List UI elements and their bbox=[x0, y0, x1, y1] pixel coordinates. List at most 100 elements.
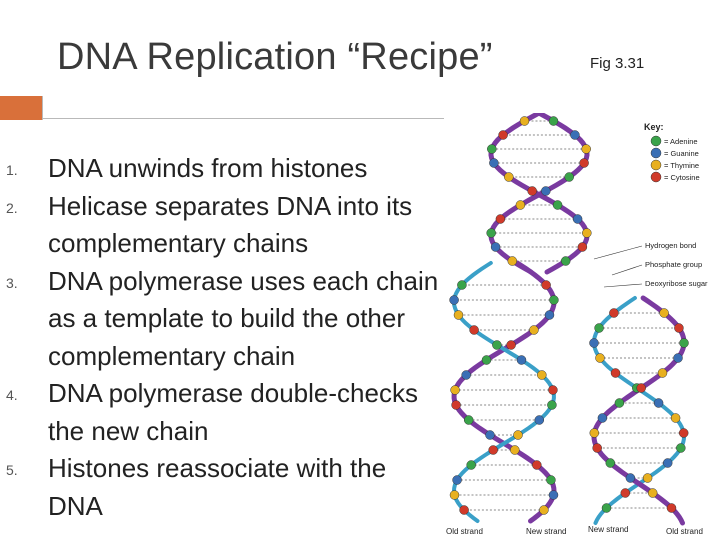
divider-tick bbox=[42, 96, 43, 120]
nucleotide-base bbox=[541, 280, 551, 290]
nucleotide-base bbox=[498, 130, 508, 140]
nucleotide-base bbox=[582, 228, 592, 238]
slide-title: DNA Replication “Recipe” bbox=[57, 36, 493, 78]
nucleotide-base bbox=[504, 172, 514, 182]
nucleotide-base bbox=[527, 186, 537, 196]
nucleotide-base bbox=[546, 475, 556, 485]
nucleotide-base bbox=[601, 503, 612, 513]
accent-bar bbox=[0, 96, 42, 120]
title-divider bbox=[42, 118, 720, 119]
nucleotide-base bbox=[678, 428, 689, 438]
key-item: = Cytosine bbox=[650, 171, 700, 183]
key-label: = Thymine bbox=[664, 161, 699, 170]
nucleotide-base bbox=[539, 505, 549, 515]
nucleotide-base bbox=[610, 368, 621, 378]
nucleotide-base bbox=[529, 325, 539, 335]
step-number: 1. bbox=[6, 162, 18, 178]
new-strand-label: New strand bbox=[526, 527, 566, 536]
nucleotide-base bbox=[547, 400, 557, 410]
step-text: Helicase separates DNA into its compleme… bbox=[48, 190, 413, 259]
nucleotide-base bbox=[589, 428, 600, 438]
step-text: DNA polymerase double-checks the new cha… bbox=[48, 378, 418, 446]
step-item: 3. DNA polymerase uses each chain as a t… bbox=[0, 263, 440, 376]
strand-labels: Old strand New strand New strand Old str… bbox=[446, 525, 703, 536]
nucleotide-base bbox=[642, 473, 653, 483]
nucleotide-base bbox=[597, 413, 608, 423]
figure-label: Fig 3.31 bbox=[590, 55, 645, 72]
nucleotide-base bbox=[560, 256, 571, 266]
nucleotide-base bbox=[453, 310, 464, 320]
nucleotide-base bbox=[532, 460, 542, 470]
nucleotide-base bbox=[673, 353, 683, 363]
nucleotide-base bbox=[579, 158, 589, 168]
key-item: = Thymine bbox=[650, 159, 699, 171]
nucleotide-base bbox=[451, 400, 461, 410]
nucleotide-base bbox=[452, 475, 462, 485]
nucleotide-base bbox=[495, 214, 506, 224]
nucleotide-base bbox=[449, 490, 460, 500]
key-label: = Guanine bbox=[664, 149, 699, 158]
step-text: DNA unwinds from histones bbox=[48, 153, 368, 183]
nucleotide-base bbox=[485, 430, 495, 440]
key-item: = Guanine bbox=[650, 147, 699, 159]
backbone-strand bbox=[451, 260, 557, 524]
nucleotide-base bbox=[516, 355, 527, 365]
nucleotide-base bbox=[481, 355, 492, 365]
nucleotide-base bbox=[614, 398, 625, 408]
step-item: 1. DNA unwinds from histones bbox=[0, 150, 440, 188]
nucleotide-base bbox=[515, 200, 526, 210]
nucleotide-base bbox=[541, 186, 551, 196]
dna-replication-figure: Key: = Adenine = Guanine = Thymine = Cyt… bbox=[444, 113, 720, 540]
step-number: 2. bbox=[6, 199, 18, 216]
nucleotide-base bbox=[507, 256, 518, 266]
nucleotide-base bbox=[489, 158, 499, 168]
nucleotide-base bbox=[552, 200, 563, 210]
adenine-icon bbox=[650, 135, 662, 147]
step-text: Histones reassociate with the DNA bbox=[48, 453, 387, 521]
nucleotide-base bbox=[519, 116, 530, 126]
nucleotide-base bbox=[662, 458, 673, 468]
nucleotide-base bbox=[457, 280, 467, 290]
nucleotide-base bbox=[666, 503, 677, 513]
nucleotide-base bbox=[466, 460, 476, 470]
nucleotide-base bbox=[625, 473, 636, 483]
nucleotide-base bbox=[459, 505, 469, 515]
nucleotide-base bbox=[537, 370, 547, 380]
nucleotide-base bbox=[674, 323, 684, 333]
nucleotide-base bbox=[659, 308, 669, 318]
key-label: = Adenine bbox=[664, 137, 698, 146]
nucleotide-base bbox=[620, 488, 631, 498]
dna-helix-diagram: Key: = Adenine = Guanine = Thymine = Cyt… bbox=[446, 113, 708, 536]
nucleotide-base bbox=[589, 338, 599, 348]
guanine-icon bbox=[650, 147, 662, 159]
key-item: = Adenine bbox=[650, 135, 698, 147]
nucleotide-base bbox=[461, 370, 471, 380]
nucleotide-base bbox=[450, 385, 460, 395]
cytosine-icon bbox=[650, 171, 662, 183]
nucleotide-base bbox=[679, 338, 689, 348]
hydrogen-bond-label: Hydrogen bond bbox=[645, 241, 696, 250]
old-strand-label: Old strand bbox=[446, 527, 483, 536]
nucleotide-base bbox=[469, 325, 479, 335]
step-item: 5. Histones reassociate with the DNA bbox=[0, 450, 440, 525]
nucleotide-base bbox=[676, 443, 686, 453]
callouts: Hydrogen bond Phosphate group Deoxyribos… bbox=[593, 241, 708, 288]
nucleotide-base bbox=[570, 130, 580, 140]
step-number: 3. bbox=[6, 274, 18, 291]
nucleotide-base bbox=[549, 295, 559, 305]
backbone-strand bbox=[591, 295, 687, 526]
nucleotide-base bbox=[548, 385, 558, 395]
nucleotide-base bbox=[490, 242, 501, 252]
nucleotide-base bbox=[572, 214, 583, 224]
nucleotide-base bbox=[657, 368, 668, 378]
nucleotide-base bbox=[670, 413, 681, 423]
nucleotide-base bbox=[463, 415, 474, 425]
nucleotide-base bbox=[605, 458, 616, 468]
base-pairs bbox=[449, 116, 689, 515]
step-text: DNA polymerase uses each chain as a temp… bbox=[48, 265, 439, 371]
nucleotide-base bbox=[486, 228, 496, 238]
step-item: 4. DNA polymerase double-checks the new … bbox=[0, 375, 440, 450]
old-strand-label: Old strand bbox=[666, 527, 703, 536]
key-label: = Cytosine bbox=[664, 173, 700, 182]
nucleotide-base bbox=[492, 340, 502, 350]
